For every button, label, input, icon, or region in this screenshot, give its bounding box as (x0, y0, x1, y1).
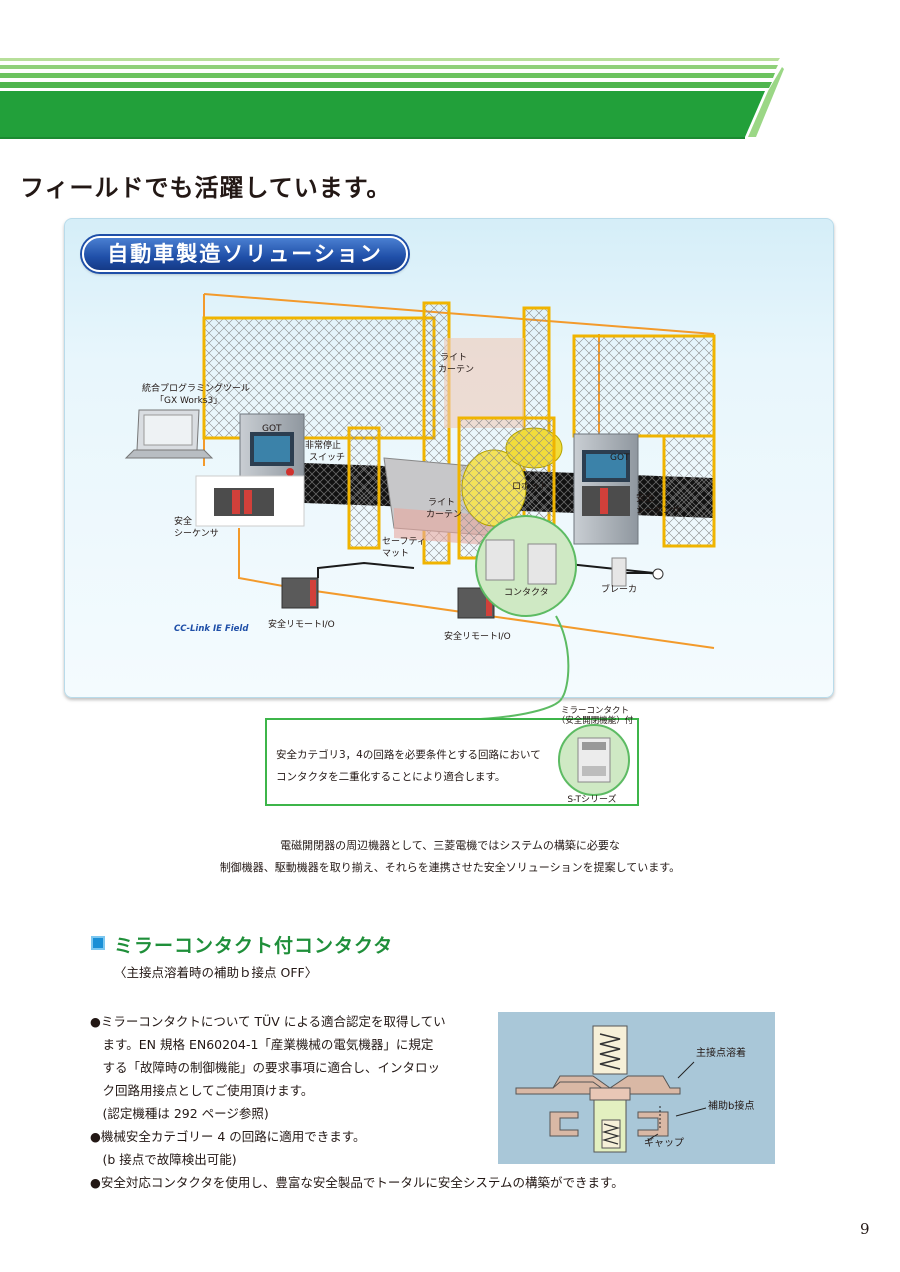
mirror-badge-line2: （安全開閉機能）付 (556, 716, 634, 726)
page-number: 9 (860, 1220, 870, 1238)
tool-label-line2: 「GX Works3」 (155, 396, 223, 406)
st-series-label: S-Tシリーズ (567, 795, 617, 805)
callout-line1: 安全カテゴリ3，4の回路を必要条件とする回路において (276, 749, 541, 761)
solution-title-pill: 自動車製造ソリューション (82, 236, 408, 272)
safety-seq-left-line2: シーケンサ (174, 529, 219, 539)
section-title: ミラーコンタクト付コンタクタ (114, 935, 394, 957)
mirror-contact-badge-label: ミラーコンタクト （安全開閉機能）付 (555, 706, 635, 726)
safety-mat-line1: セーフティ (382, 537, 426, 547)
label-gap: ギャップ (644, 1138, 684, 1149)
bullet-line: ●機械安全カテゴリー 4 の回路に適用できます。 (90, 1129, 366, 1144)
mirror-badge-line1: ミラーコンタクト (560, 706, 629, 716)
label-main-contact-weld: 主接点溶着 (696, 1048, 746, 1059)
intro-line1: 電磁開閉器の周辺機器として、三菱電機ではシステムの構築に必要な (280, 839, 620, 852)
light-curtain-mid-line1: ライト (428, 498, 456, 508)
bullet-line: ●ミラーコンタクトについて TÜV による適合認定を取得してい (90, 1014, 446, 1029)
mirror-contact-diagram: 主接点溶着 補助b接点 ギャップ (498, 1012, 775, 1164)
contactor-label: コンタクタ (504, 588, 549, 598)
safety-seq-right-line1: 安全 (636, 494, 655, 504)
intro-text: 電磁開閉器の周辺機器として、三菱電機ではシステムの構築に必要な 制御機器、駆動機… (0, 835, 900, 879)
robot-label: ロボット (512, 482, 549, 492)
bullet-line: する「故障時の制御機能」の要求事項に適合し、インタロッ (90, 1060, 441, 1075)
callout-text: 安全カテゴリ3，4の回路を必要条件とする回路において コンタクタを二重化すること… (276, 744, 576, 788)
factory-scene-illustration (124, 293, 716, 698)
estop-label-line1: 非常停止 (305, 441, 342, 451)
got-left-label: GOT (262, 424, 282, 434)
section-subtitle: 〈主接点溶着時の補助ｂ接点 OFF〉 (114, 965, 318, 980)
light-curtain-top-line2: カーテン (438, 365, 475, 375)
bullet-line: ク回路用接点としてご使用頂けます。 (90, 1083, 314, 1098)
section-marker-icon (91, 936, 105, 950)
light-curtain-mid-line2: カーテン (426, 510, 463, 520)
remote-io-right-label: 安全リモートI/O (444, 632, 511, 642)
mirror-contact-diagram-drawing (515, 1025, 707, 1153)
callout-line2: コンタクタを二重化することにより適合します。 (276, 771, 506, 783)
safety-seq-left-line1: 安全 (174, 517, 193, 527)
tool-label-line1: 統合プログラミングツール (142, 384, 251, 394)
light-curtain-top-line1: ライト (440, 353, 468, 363)
estop-label-line2: スイッチ (309, 453, 346, 463)
safety-seq-right-line2: シーケンサ (636, 506, 681, 516)
page-heading: フィールドでも活躍しています。 (20, 174, 392, 202)
label-aux-b-contact: 補助b接点 (708, 1101, 755, 1112)
remote-io-left-label: 安全リモートI/O (268, 620, 335, 630)
bullet-line: ます。EN 規格 EN60204-1「産業機械の電気機器」に規定 (90, 1037, 434, 1052)
bullet-line: ●安全対応コンタクタを使用し、豊富な安全製品でトータルに安全システムの構築ができ… (90, 1175, 624, 1190)
safety-mat-line2: マット (382, 549, 410, 559)
cclink-logo: CC-Link IE Field (174, 624, 249, 634)
bullet-line: (b 接点で故障検出可能) (90, 1152, 237, 1167)
breaker-label: ブレーカ (601, 585, 638, 595)
intro-line2: 制御機器、駆動機器を取り揃え、それらを連携させた安全ソリューションを提案していま… (219, 861, 681, 874)
got-right-label: GOT (610, 453, 630, 463)
bullet-line: (認定機種は 292 ページ参照) (90, 1106, 269, 1121)
header-stripe-band (0, 58, 784, 139)
contactor-product-image (558, 724, 630, 796)
